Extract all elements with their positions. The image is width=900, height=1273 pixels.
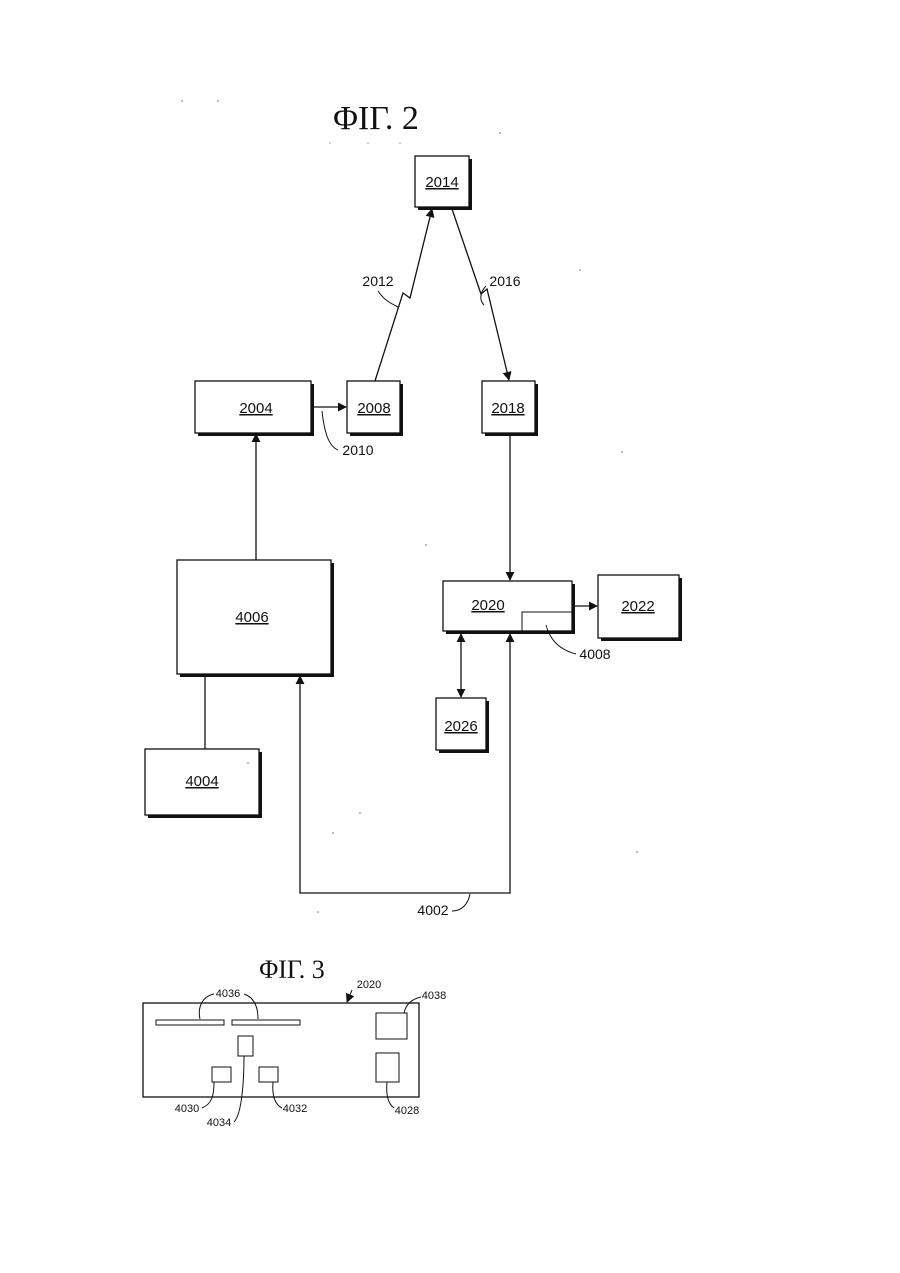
leader-2012 [378, 291, 398, 307]
block-4006: 4006 [177, 560, 334, 677]
block-2008-label: 2008 [357, 400, 390, 417]
ref3-4030: 4030 [175, 1103, 199, 1115]
block-2018-label: 2018 [491, 400, 524, 417]
ref-2012: 2012 [362, 273, 393, 289]
leader3-2020 [347, 990, 352, 1002]
block-4006-label: 4006 [235, 609, 268, 626]
block-2020: 2020 [443, 581, 575, 634]
block-4004-label: 4004 [185, 773, 218, 790]
wireless-link-2016 [452, 209, 509, 380]
ref3-4034: 4034 [207, 1117, 231, 1129]
fig3-title: ΦΙΓ. 3 [259, 955, 325, 984]
card-2020 [143, 1003, 419, 1097]
leader-2010 [322, 411, 338, 450]
ref3-4038: 4038 [422, 990, 446, 1002]
block-2022-label: 2022 [621, 598, 654, 615]
ref3-4036: 4036 [216, 988, 240, 1000]
block-2020-label: 2020 [471, 597, 504, 614]
fig2-title: ΦΙΓ. 2 [333, 100, 419, 137]
block-2004: 2004 [195, 381, 314, 436]
block-2004-label: 2004 [239, 400, 272, 417]
block-2018: 2018 [482, 381, 538, 436]
ref3-4032: 4032 [283, 1103, 307, 1115]
ref3-2020: 2020 [357, 979, 381, 991]
card-2020-layout [143, 1003, 419, 1097]
ref-2010: 2010 [342, 442, 373, 458]
block-2022: 2022 [598, 575, 682, 641]
leader-2016 [481, 286, 486, 305]
block-2026-label: 2026 [444, 718, 477, 735]
ref-4008: 4008 [579, 646, 610, 662]
block-4004: 4004 [145, 749, 262, 818]
wireless-link-2012 [375, 209, 432, 381]
ref-4002: 4002 [417, 902, 448, 918]
block-2014-label: 2014 [425, 174, 458, 191]
ref3-4028: 4028 [395, 1105, 419, 1117]
block-2014: 2014 [415, 156, 472, 210]
ref-2016: 2016 [489, 273, 520, 289]
block-2026: 2026 [436, 698, 489, 753]
leader-4002 [452, 894, 470, 911]
block-2008: 2008 [347, 381, 403, 436]
